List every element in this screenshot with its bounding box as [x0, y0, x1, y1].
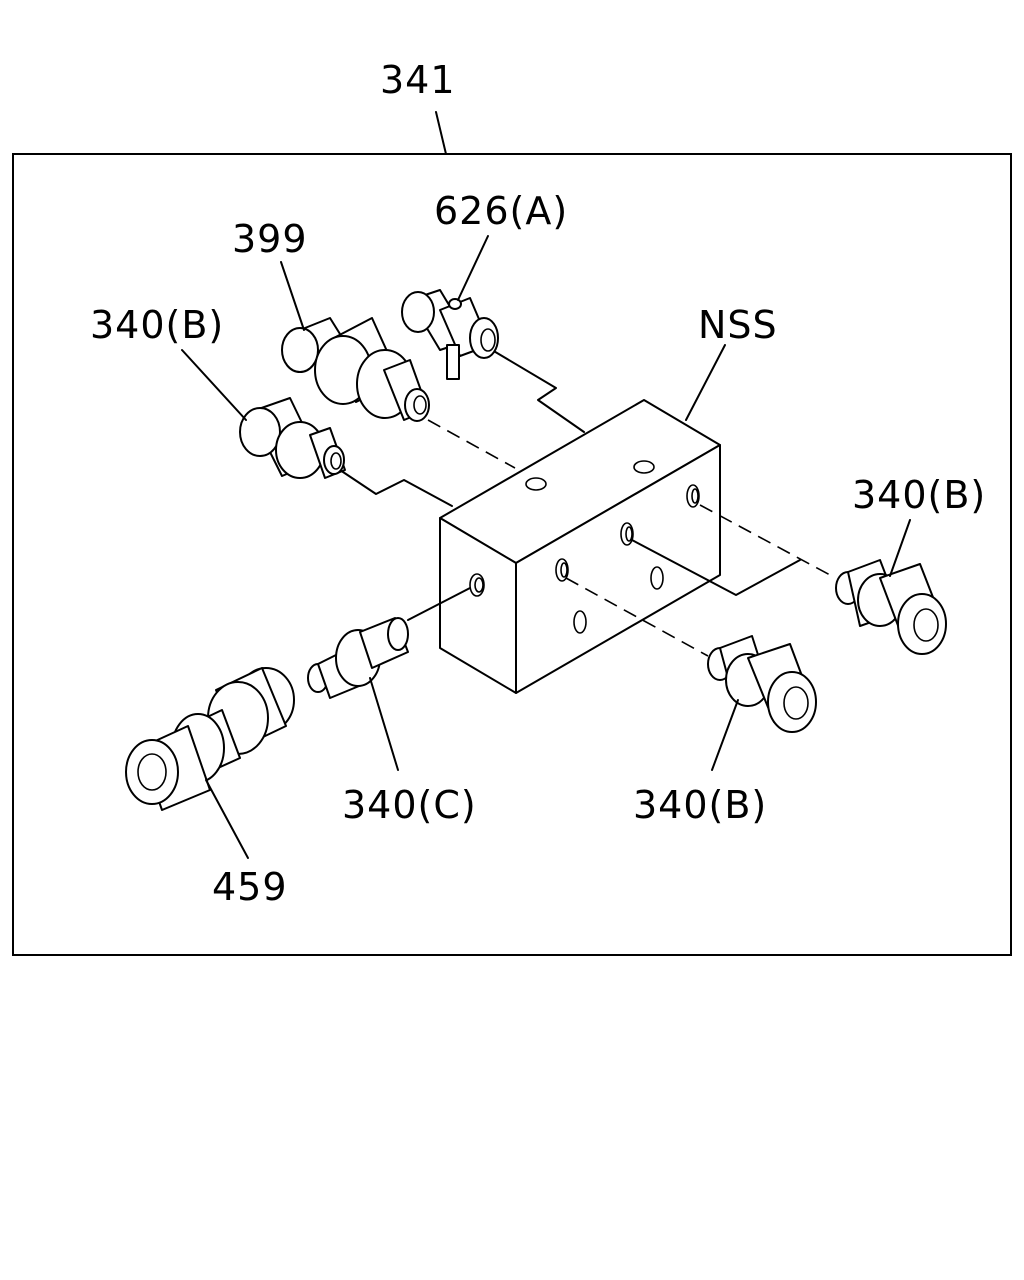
fitting-b-lower-label: 340(B) — [633, 783, 767, 827]
fitting-b-right-leader — [889, 519, 911, 577]
connection-line-fitting-b-left — [339, 469, 453, 507]
block-label: NSS — [698, 303, 778, 347]
sensor-label: 399 — [232, 217, 308, 261]
pressure-sensor — [281, 317, 430, 422]
diagram-frame — [12, 153, 1012, 956]
fitting-c-label: 340(C) — [342, 783, 477, 827]
centerline-fitting-b-right — [699, 504, 831, 576]
fitting-a — [401, 289, 499, 380]
manifold-block — [439, 399, 721, 694]
connection-line-fitting-a — [491, 349, 585, 433]
union-label: 459 — [212, 865, 288, 909]
block-leader — [685, 344, 726, 421]
sensor-leader — [280, 261, 305, 331]
fitting-b-upper-left — [239, 397, 346, 479]
fitting-c — [307, 617, 409, 699]
centerline-sensor — [427, 419, 516, 469]
fitting-c-leader — [369, 677, 399, 771]
union-leader — [205, 779, 249, 859]
fitting-a-leader — [457, 235, 489, 301]
fitting-b-upper-left-label: 340(B) — [90, 303, 224, 347]
fitting-b-lower — [707, 635, 817, 733]
assembly-label: 341 — [380, 58, 456, 102]
centerline-fitting-c — [407, 587, 471, 621]
fitting-b-right-label: 340(B) — [852, 473, 986, 517]
fitting-b-lower-leader — [711, 699, 739, 771]
connection-line-fitting-b-right — [631, 539, 801, 596]
fitting-b-upper-left-leader — [181, 349, 247, 421]
fitting-b-right — [835, 559, 947, 655]
union-fitting — [125, 667, 295, 811]
assembly-leader — [435, 111, 447, 155]
fitting-a-label: 626(A) — [434, 189, 568, 233]
centerline-fitting-b-lower — [565, 577, 709, 657]
